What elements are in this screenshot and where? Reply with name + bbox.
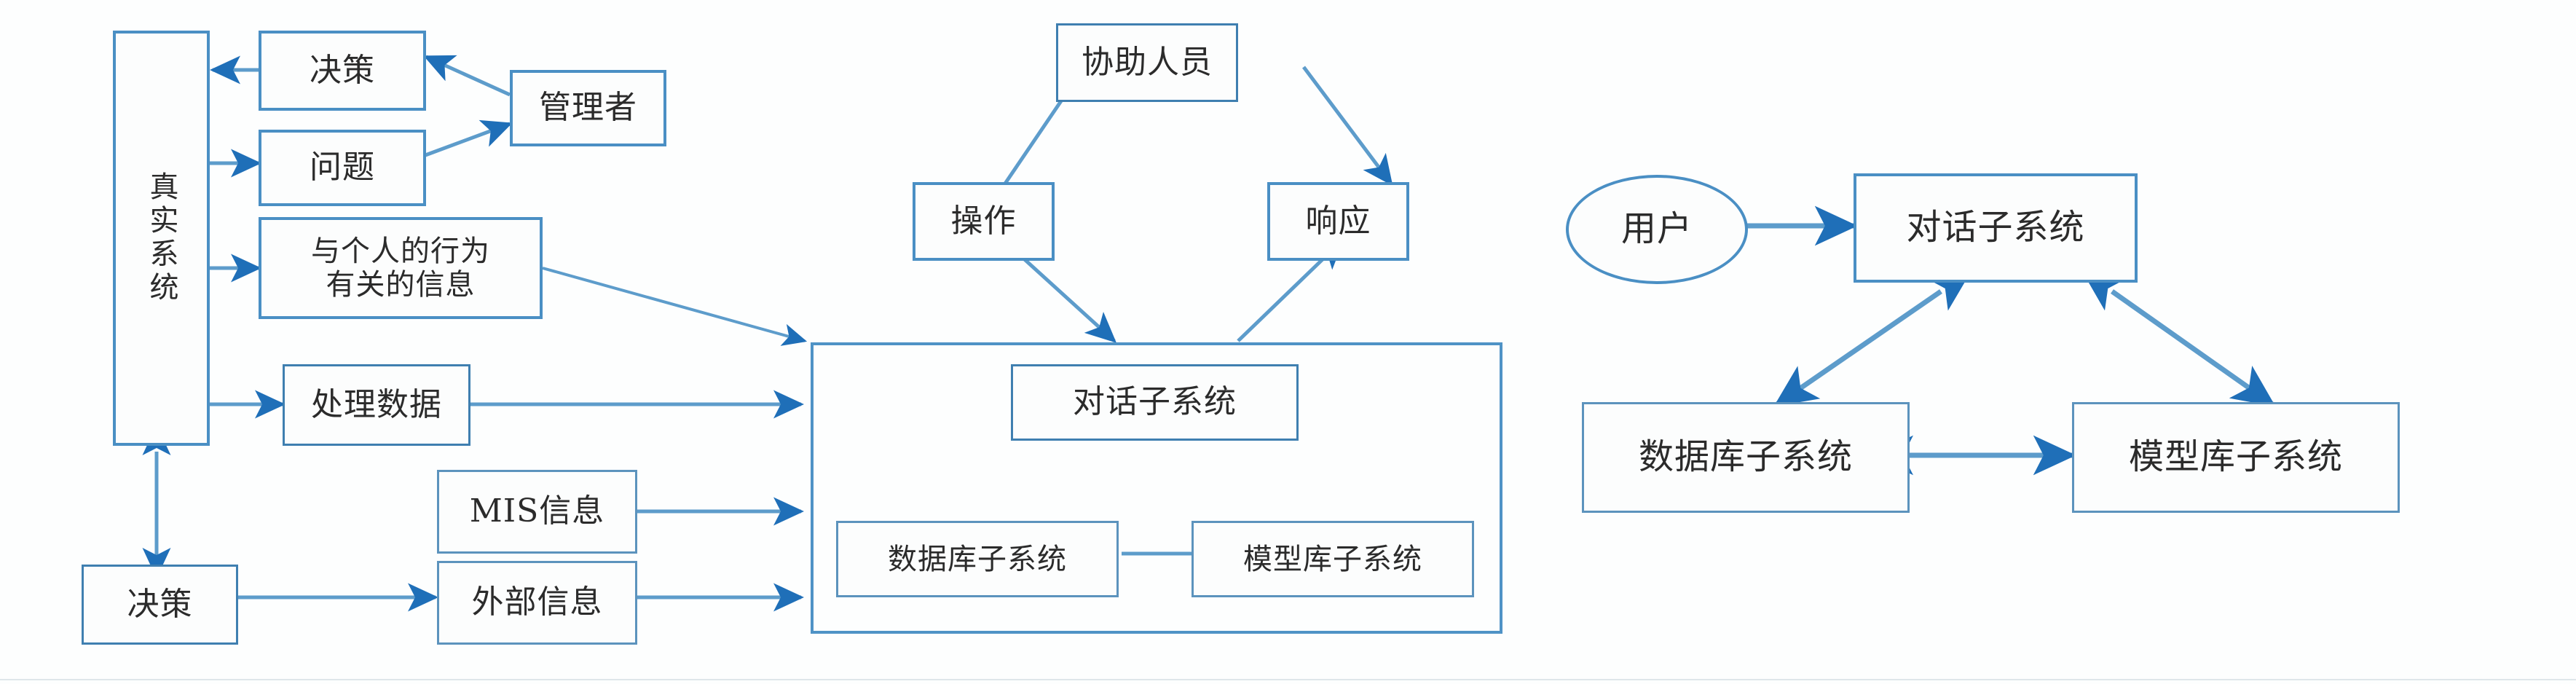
node-decision-top[interactable]: 决策 (259, 31, 426, 111)
node-response-label: 响应 (1305, 202, 1371, 240)
node-personal-behavior-info-label: 与个人的行为 有关的信息 (311, 235, 490, 302)
node-database-subsystem-right-label: 数据库子系统 (1638, 436, 1853, 478)
node-response[interactable]: 响应 (1267, 182, 1409, 261)
node-dialog-subsystem-center-label: 对话子系统 (1073, 383, 1237, 421)
node-real-system-label: 真实系统 (144, 171, 178, 305)
node-real-system[interactable]: 真实系统 (113, 31, 210, 446)
node-problem-label: 问题 (310, 149, 375, 186)
node-decision-top-label: 决策 (310, 51, 375, 89)
node-decision-bottom[interactable]: 决策 (82, 565, 238, 645)
node-model-base-subsystem-center[interactable]: 模型库子系统 (1192, 521, 1474, 597)
node-external-info[interactable]: 外部信息 (437, 561, 637, 645)
node-personal-behavior-info[interactable]: 与个人的行为 有关的信息 (259, 217, 543, 319)
node-dialog-subsystem-center[interactable]: 对话子系统 (1011, 364, 1299, 441)
node-database-subsystem-center-label: 数据库子系统 (888, 542, 1067, 576)
node-dialog-subsystem-right[interactable]: 对话子系统 (1854, 173, 2138, 283)
node-problem[interactable]: 问题 (259, 130, 426, 206)
node-mis-info-label: MIS信息 (469, 492, 605, 530)
node-manager[interactable]: 管理者 (510, 70, 666, 146)
node-dialog-subsystem-right-label: 对话子系统 (1906, 207, 2085, 248)
node-operation-label: 操作 (950, 202, 1017, 240)
bottom-divider (0, 679, 2576, 680)
node-database-subsystem-right[interactable]: 数据库子系统 (1582, 402, 1910, 513)
node-external-info-label: 外部信息 (471, 583, 603, 621)
node-model-base-subsystem-right-label: 模型库子系统 (2128, 436, 2343, 478)
node-decision-bottom-label: 决策 (127, 585, 193, 623)
node-user-label: 用户 (1620, 208, 1693, 250)
node-manager-label: 管理者 (539, 89, 637, 127)
node-model-base-subsystem-center-label: 模型库子系统 (1243, 542, 1422, 576)
node-model-base-subsystem-right[interactable]: 模型库子系统 (2072, 402, 2400, 513)
node-processed-data[interactable]: 处理数据 (283, 364, 470, 446)
node-mis-info[interactable]: MIS信息 (437, 470, 637, 554)
node-database-subsystem-center[interactable]: 数据库子系统 (836, 521, 1119, 597)
dss-container[interactable] (811, 342, 1502, 634)
node-assistant-staff[interactable]: 协助人员 (1056, 23, 1238, 102)
node-user[interactable]: 用户 (1566, 175, 1748, 284)
node-assistant-staff-label: 协助人员 (1082, 43, 1213, 81)
node-processed-data-label: 处理数据 (311, 385, 442, 423)
node-operation[interactable]: 操作 (913, 182, 1055, 261)
